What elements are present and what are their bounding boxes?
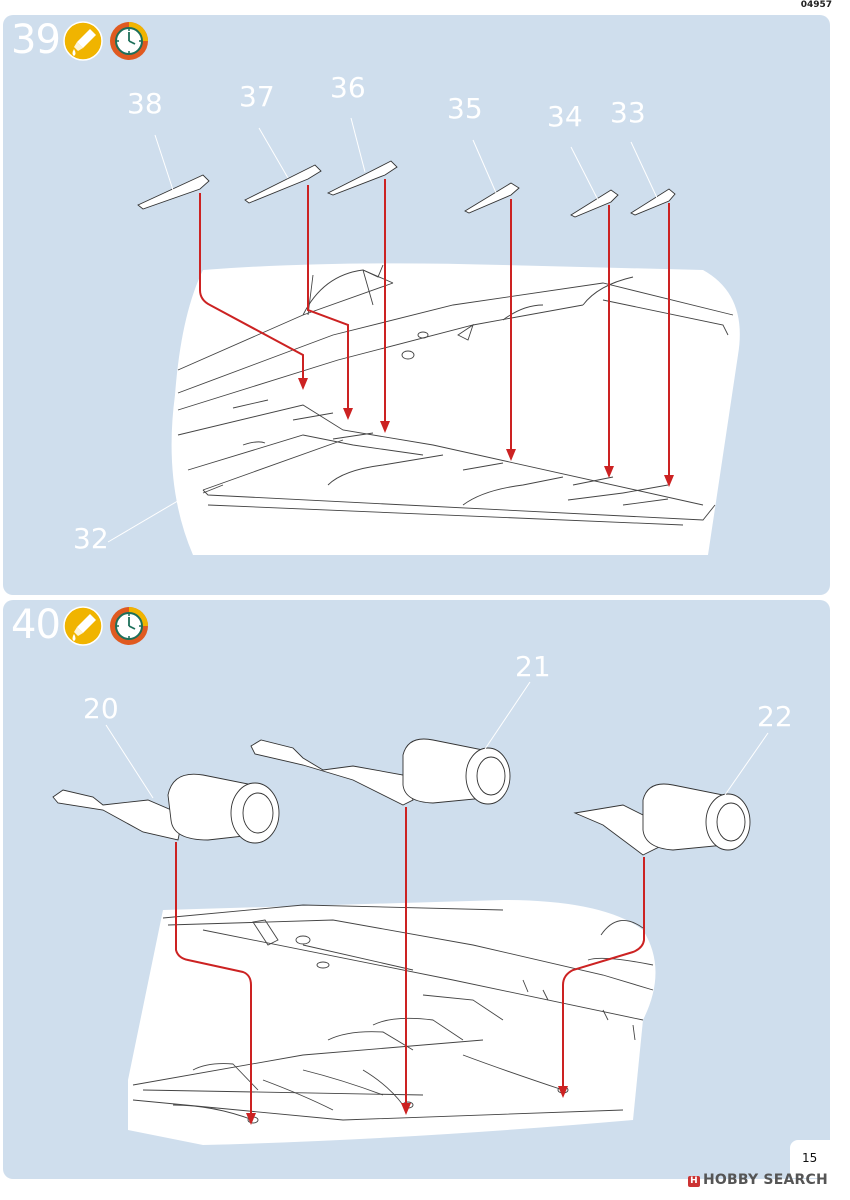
detail-bubble <box>128 900 656 1145</box>
fairing-parts <box>137 160 676 218</box>
part-33-shape <box>630 188 676 216</box>
step-40-drawing <box>52 681 769 1145</box>
watermark-text: HOBBY SEARCH <box>703 1172 828 1188</box>
part-label-35: 35 <box>447 92 483 125</box>
part-38-shape <box>137 174 210 210</box>
clock-icon <box>110 607 148 645</box>
arrow-heads <box>246 1086 568 1125</box>
part-label-33: 33 <box>610 96 646 129</box>
part-label-20: 20 <box>83 692 119 725</box>
part-label-36: 36 <box>330 71 366 104</box>
page-number: 15 <box>802 1151 818 1165</box>
detail-bubble <box>171 263 740 555</box>
step-number: 39 <box>11 17 61 63</box>
part-35-shape <box>464 182 520 214</box>
part-label-22: 22 <box>757 700 793 733</box>
glue-icon <box>63 606 103 646</box>
document-code: 04957 <box>800 0 832 10</box>
part-label-37: 37 <box>239 80 275 113</box>
part-34-shape <box>570 189 619 218</box>
engine-21-shape <box>250 738 511 806</box>
part-label-38: 38 <box>127 87 163 120</box>
assembly-arrows <box>199 179 670 477</box>
arrow-heads <box>298 378 674 487</box>
step-39-drawing <box>107 117 740 555</box>
engine-20-shape <box>52 773 280 844</box>
page-number-box <box>790 1140 830 1178</box>
part-label-21: 21 <box>515 650 551 683</box>
assembly-arrows <box>175 807 645 1115</box>
engine-22-shape <box>573 783 751 856</box>
wing-drawing <box>177 264 734 526</box>
watermark-logo-icon: H <box>688 1176 700 1187</box>
part-label-32: 32 <box>73 522 109 555</box>
engine-parts <box>52 738 751 856</box>
leader-lines <box>105 681 769 806</box>
step-number: 40 <box>11 602 61 648</box>
part-label-34: 34 <box>547 100 583 133</box>
step-39-panel: 39 <box>3 15 830 595</box>
step-40-panel: 40 <box>3 600 830 1179</box>
leader-lines <box>107 117 659 543</box>
clock-icon <box>110 22 148 60</box>
part-37-shape <box>244 164 322 204</box>
part-36-shape <box>326 160 398 196</box>
glue-icon <box>63 21 103 61</box>
